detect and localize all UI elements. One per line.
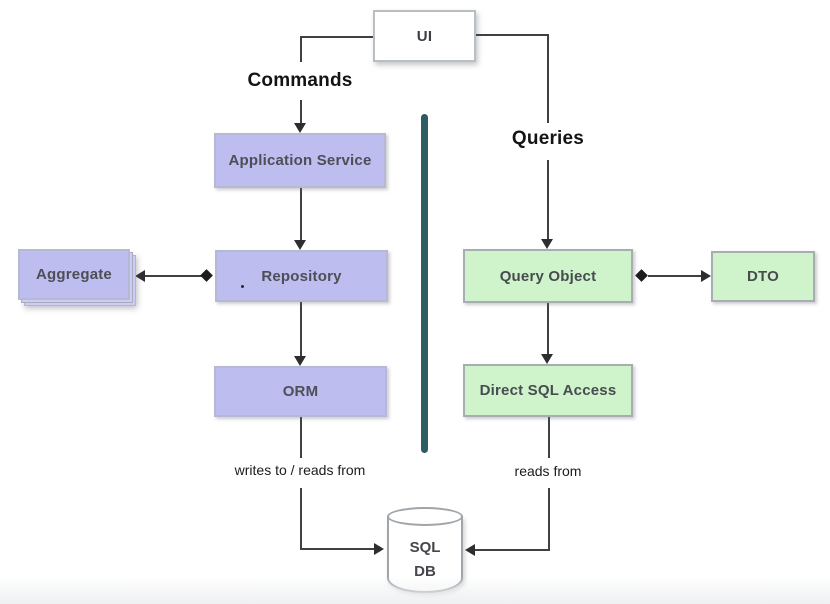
node-query-object: Query Object [463, 249, 633, 303]
connector-ui-to-queries-vertical [547, 34, 549, 123]
connector-commands-to-application-service [300, 100, 302, 126]
label-reads-from: reads from [514, 463, 582, 479]
connector-orm-down-lower [300, 488, 302, 550]
arrowhead-down-icon [294, 356, 306, 366]
connector-ui-to-queries-horizontal [476, 34, 549, 36]
sql-db-label-line1: SQL [409, 539, 441, 556]
arrowhead-down-icon [294, 240, 306, 250]
connector-queries-to-query-object [547, 160, 549, 241]
diamond-connector-icon [635, 269, 648, 282]
sql-db-label: SQL DB [387, 507, 463, 593]
node-repository: Repository [215, 250, 388, 302]
connector-direct-sql-to-sql-db [474, 549, 550, 551]
connector-repository-to-aggregate [145, 275, 205, 277]
arrowhead-down-icon [294, 123, 306, 133]
arrowhead-left-icon [135, 270, 145, 282]
sql-db-label-line2: DB [414, 563, 436, 580]
connector-ui-to-commands-horizontal [300, 36, 375, 38]
label-writes-reads: writes to / reads from [234, 462, 366, 478]
node-dto: DTO [711, 251, 815, 302]
arrowhead-down-icon [541, 239, 553, 249]
node-ui: UI [373, 10, 476, 62]
node-orm: ORM [214, 366, 387, 417]
bottom-gradient-strip [0, 576, 830, 604]
node-application-service: Application Service [214, 133, 386, 188]
label-queries: Queries [511, 128, 585, 149]
connector-orm-to-sql-db [300, 548, 376, 550]
connector-ui-to-commands-vertical [300, 36, 302, 62]
node-direct-sql-access: Direct SQL Access [463, 364, 633, 417]
arrowhead-right-icon [701, 270, 711, 282]
node-aggregate: Aggregate [18, 249, 130, 300]
arrowhead-down-icon [541, 354, 553, 364]
cqrs-divider-line [421, 114, 428, 453]
connector-application-service-to-repository [300, 188, 302, 241]
connector-direct-sql-down-lower [548, 488, 550, 550]
arrowhead-right-icon [374, 543, 384, 555]
connector-direct-sql-down-upper [548, 417, 550, 458]
label-commands: Commands [247, 70, 353, 91]
database-cylinder-top [387, 507, 463, 526]
connector-repository-to-orm [300, 302, 302, 357]
stray-dot-artifact [241, 285, 244, 288]
connector-query-object-to-direct-sql [547, 303, 549, 356]
arrowhead-left-icon [465, 544, 475, 556]
connector-query-object-to-dto [648, 275, 704, 277]
diamond-connector-icon [200, 269, 213, 282]
connector-orm-down-upper [300, 417, 302, 458]
